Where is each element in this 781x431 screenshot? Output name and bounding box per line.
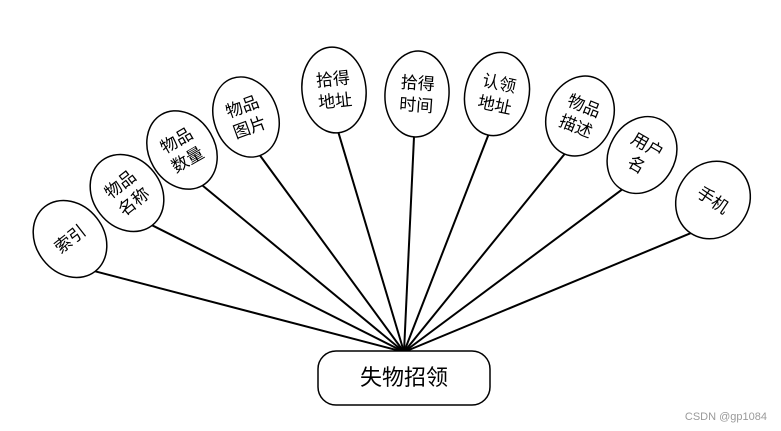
attribute-label-found-location: 拾得	[315, 68, 351, 91]
connector-line-index	[94, 270, 405, 353]
attribute-ellipse-found-location	[301, 46, 367, 134]
attribute-index: 索引	[32, 199, 108, 279]
attribute-nodes: 索引物品名称物品数量物品图片拾得地址拾得时间认领地址物品描述用户名手机	[32, 46, 752, 279]
connector-line-item-name	[151, 224, 405, 353]
attribute-ellipse-item-picture	[212, 76, 280, 158]
connector-line-phone	[403, 232, 691, 353]
attribute-ellipse-claim-location	[463, 51, 531, 137]
attribute-username: 用户名	[606, 115, 678, 195]
connector-line-item-quantity	[201, 184, 405, 353]
entity-label: 失物招领	[360, 366, 448, 391]
attribute-ellipse-item-quantity	[146, 110, 218, 190]
entity-node: 失物招领	[317, 350, 491, 406]
attribute-ellipse-item-description	[545, 75, 615, 157]
connector-line-username	[403, 188, 623, 353]
connector-line-found-time	[403, 136, 415, 353]
watermark: CSDN @gp1084	[684, 411, 767, 423]
attribute-label-found-location: 地址	[317, 90, 353, 113]
connector-line-found-location	[337, 132, 405, 353]
connector-line-claim-location	[403, 134, 490, 353]
attribute-ellipse-index	[32, 199, 108, 279]
connector-line-item-picture	[259, 154, 405, 353]
attribute-ellipse-item-name	[89, 153, 165, 233]
attribute-label-found-time: 拾得	[400, 73, 435, 95]
connector-lines	[94, 132, 691, 353]
attribute-phone: 手机	[674, 160, 752, 240]
attribute-ellipse-found-time	[384, 50, 450, 138]
attribute-ellipse-username	[606, 115, 678, 195]
entity-box	[317, 350, 491, 406]
attribute-label-found-time: 时间	[399, 95, 434, 117]
connector-line-item-description	[403, 153, 566, 353]
attribute-ellipse-phone	[674, 160, 752, 240]
